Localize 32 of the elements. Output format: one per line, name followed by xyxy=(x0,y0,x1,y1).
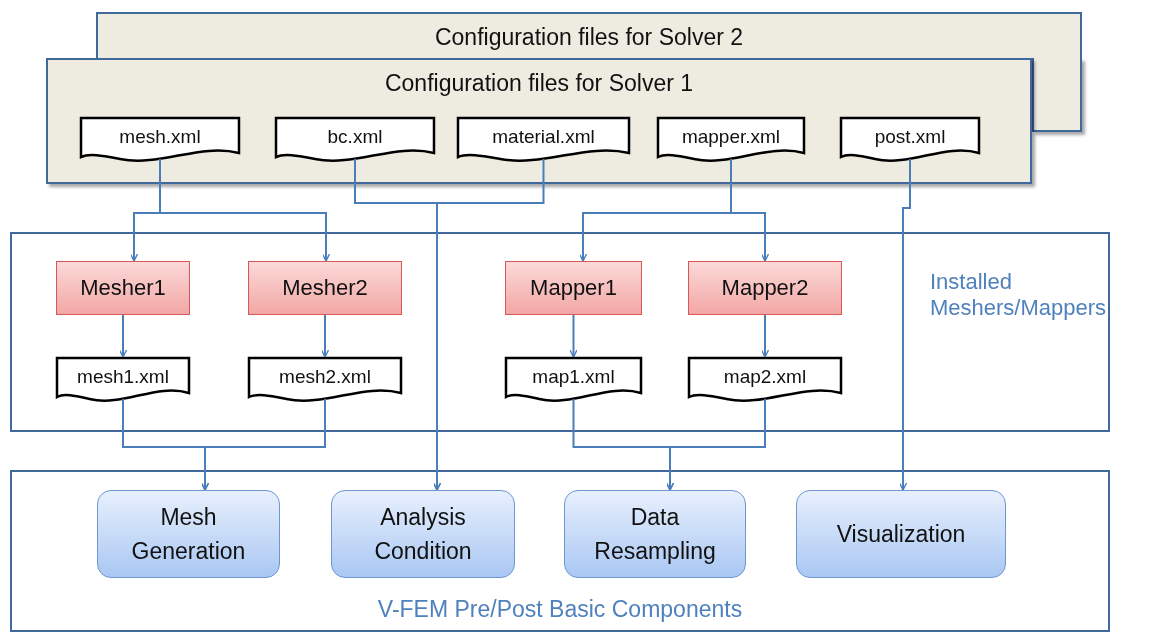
document-shape: material.xml xyxy=(457,117,630,161)
component-box: Mesh Generation xyxy=(97,490,280,578)
component-box: Data Resampling xyxy=(564,490,746,578)
document-shape: post.xml xyxy=(840,117,980,161)
tool-box: Mapper2 xyxy=(688,261,842,315)
document-shape: mesh.xml xyxy=(80,117,240,161)
panel-title: Configuration files for Solver 2 xyxy=(433,24,745,52)
component-box: Analysis Condition xyxy=(331,490,515,578)
arrow xyxy=(569,314,578,358)
tool-box: Mesher1 xyxy=(56,261,190,315)
document-shape: mesh1.xml xyxy=(56,357,190,401)
document-shape: mapper.xml xyxy=(657,117,805,161)
group-frame xyxy=(10,470,1110,632)
arrow xyxy=(200,398,326,491)
document-shape: mesh2.xml xyxy=(248,357,402,401)
tool-box: Mapper1 xyxy=(505,261,642,315)
arrow xyxy=(320,314,330,358)
group-frame xyxy=(10,232,1110,432)
panel-title: Configuration files for Solver 1 xyxy=(383,70,695,98)
arrow xyxy=(760,314,770,358)
config-panel xyxy=(46,58,1032,184)
document-shape: bc.xml xyxy=(275,117,435,161)
panel-title: Installed Meshers/Mappers xyxy=(930,269,1108,322)
panel-title: V-FEM Pre/Post Basic Components xyxy=(376,596,744,624)
arrow xyxy=(432,158,545,491)
arrow xyxy=(898,158,911,491)
tool-box: Mesher2 xyxy=(248,261,402,315)
arrow xyxy=(118,314,128,358)
document-shape: map1.xml xyxy=(505,357,642,401)
component-box: Visualization xyxy=(796,490,1006,578)
document-shape: map2.xml xyxy=(688,357,842,401)
arrow xyxy=(665,398,766,491)
